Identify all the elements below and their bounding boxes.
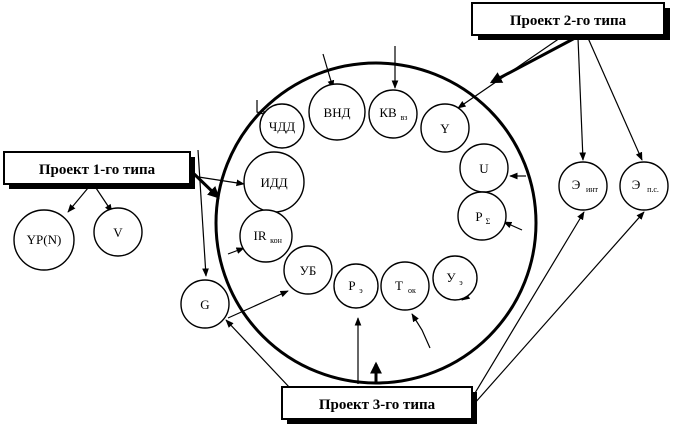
- node-idd: ИДД: [243, 151, 305, 213]
- node-re: P э: [333, 263, 379, 309]
- edge-p2-eint: [577, 37, 587, 161]
- svg-text:P: P: [475, 209, 482, 224]
- node-u: U: [459, 143, 509, 193]
- svg-text:Σ: Σ: [486, 217, 491, 226]
- svg-text:Э: Э: [572, 177, 581, 192]
- svg-text:п.с.: п.с.: [647, 185, 659, 194]
- node-ue: У э: [432, 255, 478, 301]
- svg-text:YP(N): YP(N): [27, 232, 62, 247]
- node-vnd: ВНД: [308, 83, 366, 141]
- edge-left-irr: [227, 247, 245, 255]
- svg-text:ЧДД: ЧДД: [269, 119, 295, 134]
- project-1-box: Проект 1-го типа: [3, 151, 195, 189]
- edge-p3-g: [225, 319, 291, 389]
- edge-p3-eps: [473, 211, 645, 405]
- edge-p1-yrn: [67, 187, 89, 213]
- svg-text:ВНД: ВНД: [324, 105, 351, 120]
- svg-text:ИДД: ИДД: [260, 175, 287, 190]
- node-tok: T ок: [380, 261, 430, 311]
- node-v: V: [93, 207, 143, 257]
- svg-text:э: э: [459, 278, 463, 287]
- svg-text:Проект 1-го типа: Проект 1-го типа: [39, 162, 156, 178]
- svg-text:IR: IR: [254, 228, 267, 243]
- svg-text:э: э: [359, 286, 363, 295]
- svg-text:вз: вз: [401, 113, 408, 122]
- svg-text:У: У: [446, 270, 456, 285]
- node-pz: P Σ: [457, 191, 507, 241]
- svg-text:Проект 3-го типа: Проект 3-го типа: [319, 397, 436, 413]
- node-eps: Э п.с.: [619, 161, 669, 211]
- node-eint: Э инт: [558, 161, 608, 211]
- svg-text:КВ: КВ: [379, 105, 397, 120]
- svg-text:инт: инт: [586, 185, 599, 194]
- edge-p1-v: [95, 187, 113, 213]
- edge-top-vnd: [322, 53, 335, 89]
- edge-p2-eps: [587, 37, 643, 161]
- svg-text:G: G: [200, 297, 209, 312]
- edge-p3-tok: [411, 313, 431, 349]
- node-irr: IR кон: [239, 209, 293, 263]
- svg-text:УБ: УБ: [300, 263, 317, 278]
- svg-text:T: T: [395, 278, 403, 293]
- svg-text:кон: кон: [270, 236, 282, 245]
- project-2-box: Проект 2-го типа: [471, 2, 670, 40]
- svg-text:V: V: [113, 225, 123, 240]
- node-kv: КВ вз: [368, 89, 418, 139]
- svg-text:Проект 2-го типа: Проект 2-го типа: [510, 13, 627, 29]
- edge-p1-idd: [191, 175, 245, 187]
- svg-text:Y: Y: [440, 121, 450, 136]
- node-yrn: YP(N): [13, 209, 75, 271]
- edge-p3-eint: [471, 211, 585, 399]
- svg-text:U: U: [479, 161, 489, 176]
- edge-right-pz: [503, 221, 523, 231]
- svg-text:Э: Э: [632, 177, 641, 192]
- node-g: G: [180, 279, 230, 329]
- edge-p2-y: [457, 37, 561, 109]
- node-y: Y: [420, 103, 470, 153]
- node-ub: УБ: [283, 245, 333, 295]
- svg-text:ок: ок: [408, 286, 416, 295]
- svg-text:P: P: [348, 278, 355, 293]
- node-chdd: ЧДД: [259, 103, 305, 149]
- project-3-box: Проект 3-го типа: [281, 386, 477, 424]
- edge-p1-g: [197, 149, 209, 277]
- edge-g-ub: [227, 290, 289, 319]
